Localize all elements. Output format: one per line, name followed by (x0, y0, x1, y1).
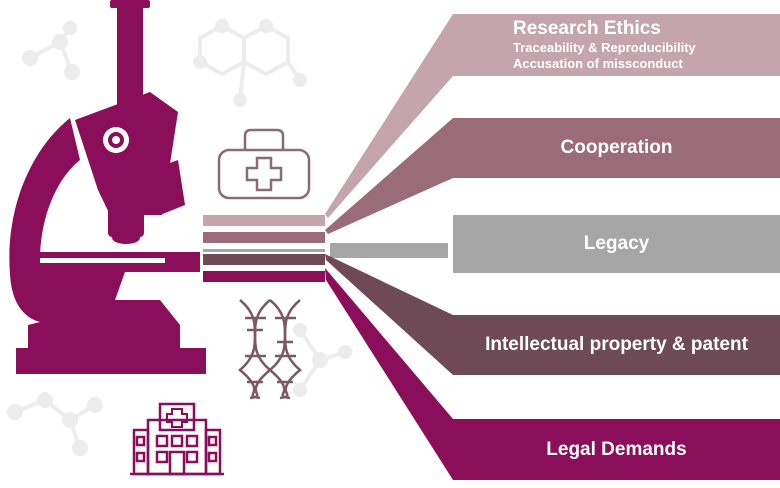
hospital-icon (130, 402, 224, 476)
molecule-icon (7, 392, 103, 456)
band-intellectual-property: Intellectual property & patent (453, 315, 780, 375)
molecule-icon (193, 19, 307, 107)
fan-connector (325, 14, 453, 480)
molecule-icon (22, 21, 80, 80)
layer-stack (203, 215, 325, 282)
band-title: Intellectual property & patent (485, 334, 748, 355)
band-research-ethics: Research Ethics Traceability & Reproduci… (453, 14, 780, 76)
medical-bag-icon (217, 128, 311, 200)
band-subtitle: Accusation of missconduct (513, 56, 683, 71)
band-subtitle: Traceability & Reproducibility (513, 40, 696, 55)
molecule-icon (293, 323, 352, 397)
band-title: Legacy (583, 233, 650, 254)
band-title: Legal Demands (546, 438, 687, 460)
dna-helix-icon (238, 299, 302, 400)
band-title: Cooperation (560, 137, 673, 158)
band-legacy: Legacy (453, 215, 780, 273)
band-title: Research Ethics (513, 18, 661, 39)
microscope-icon (9, 0, 206, 374)
band-cooperation: Cooperation (453, 118, 780, 178)
band-legal-demands: Legal Demands (453, 419, 780, 480)
